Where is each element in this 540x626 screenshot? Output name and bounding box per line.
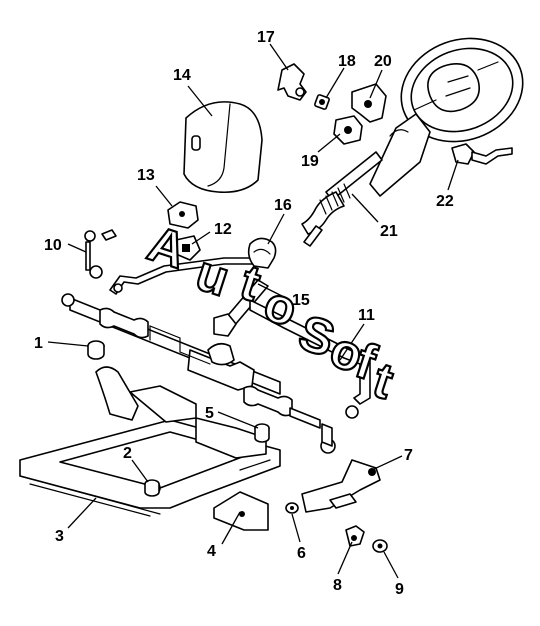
stalk-switch (451, 143, 513, 165)
callout-18: 18 (338, 53, 356, 70)
callout-5: 5 (205, 405, 214, 422)
callout-9: 9 (395, 581, 404, 598)
callout-4: 4 (207, 543, 216, 560)
callout-10: 10 (44, 237, 62, 254)
callout-6: 6 (297, 545, 306, 562)
steering-rack (61, 293, 371, 454)
bushing-5 (254, 423, 270, 443)
callout-13: 13 (137, 167, 155, 184)
column-shroud (183, 101, 263, 194)
callout-1: 1 (34, 335, 43, 352)
boot-16 (247, 237, 277, 269)
nut-9 (372, 539, 388, 553)
nut-18 (314, 94, 330, 110)
callout-19: 19 (301, 153, 319, 170)
plate-4 (213, 491, 269, 531)
clamp-19 (333, 115, 363, 145)
bracket-20 (351, 83, 387, 123)
callout-7: 7 (404, 447, 413, 464)
mount-13 (167, 201, 199, 229)
steering-column (301, 113, 431, 247)
steering-wheel (400, 37, 524, 143)
callout-8: 8 (333, 577, 342, 594)
callout-20: 20 (374, 53, 392, 70)
callout-numbers: 1 2 3 4 5 6 7 8 9 10 11 12 13 14 15 16 1… (34, 29, 454, 598)
callout-16: 16 (274, 197, 292, 214)
bushing-6 (285, 502, 299, 514)
bushing-2 (144, 479, 160, 497)
leader-lines (47, 43, 459, 579)
link-rod-10 (84, 229, 117, 279)
callout-11: 11 (358, 307, 375, 324)
callout-2: 2 (123, 445, 132, 462)
control-arm-7 (301, 459, 381, 513)
callout-17: 17 (257, 29, 275, 46)
callout-22: 22 (436, 193, 454, 210)
ignition-switch (277, 63, 307, 101)
bushing-1 (87, 340, 105, 360)
callout-15: 15 (292, 292, 310, 309)
callout-12: 12 (214, 221, 232, 238)
intermediate-shaft (213, 279, 269, 337)
callout-14: 14 (173, 67, 191, 84)
ball-joint-8 (345, 525, 365, 547)
subframe (19, 366, 281, 517)
callout-3: 3 (55, 528, 64, 545)
callout-21: 21 (380, 223, 398, 240)
